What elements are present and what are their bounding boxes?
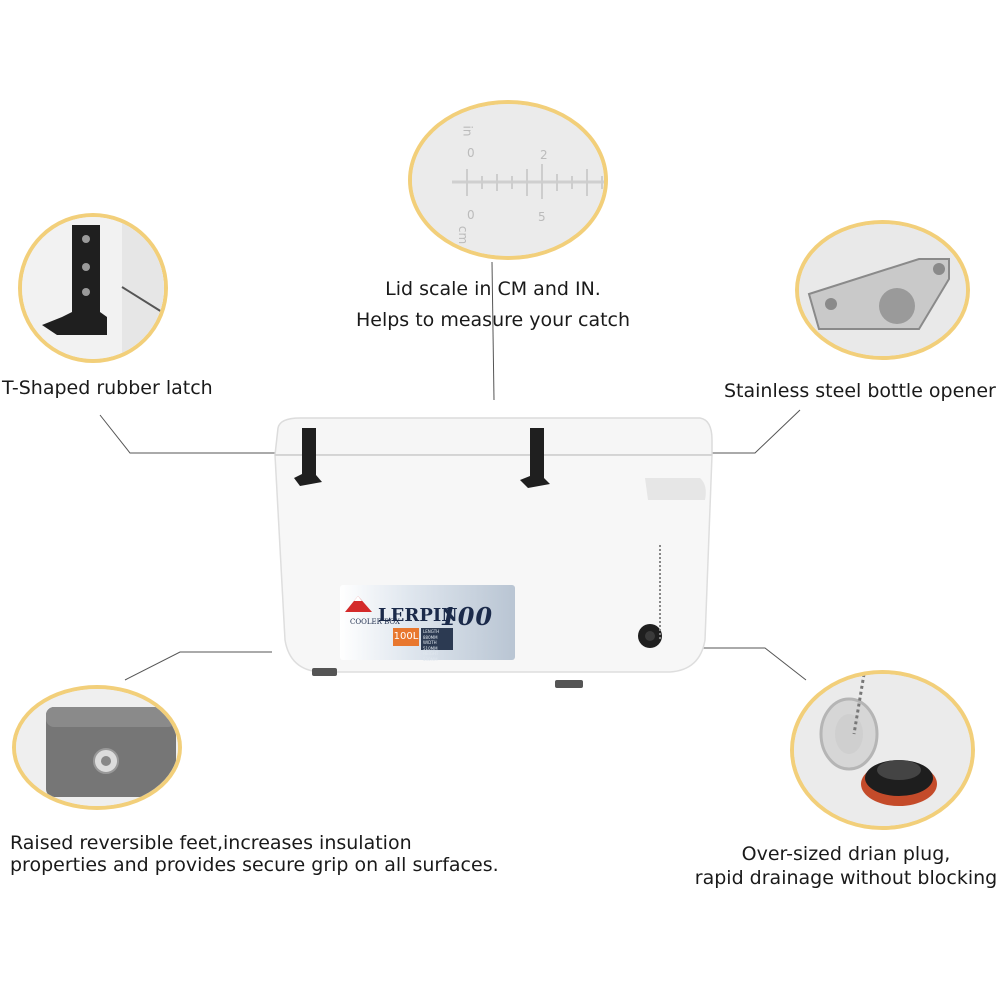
spec-length: LENGTH 880MM bbox=[423, 629, 440, 640]
bottle-opener-detail bbox=[795, 220, 970, 360]
opener-caption: Stainless steel bottle opener bbox=[724, 380, 996, 402]
scale-in-two: 2 bbox=[540, 148, 548, 162]
spec-height: HEIGHT 530MM bbox=[423, 651, 439, 662]
latch-detail bbox=[18, 213, 168, 363]
feet-caption: Raised reversible feet,increases insulat… bbox=[10, 832, 499, 876]
lid-scale-line1: Lid scale in CM and IN. bbox=[385, 278, 601, 300]
feet-line2: properties and provides secure grip on a… bbox=[10, 854, 499, 876]
drain-line2: rapid drainage without blocking bbox=[694, 867, 998, 889]
lid-scale-caption: Lid scale in CM and IN. Helps to measure… bbox=[348, 274, 638, 336]
scale-cm-five: 5 bbox=[538, 210, 546, 224]
brand-name: LERPIN bbox=[378, 605, 458, 626]
ruler-graphic bbox=[412, 104, 604, 256]
drain-line1: Over-sized drian plug, bbox=[741, 843, 951, 865]
drain-caption: Over-sized drian plug, rapid drainage wi… bbox=[694, 842, 998, 890]
capacity-badge: 100L bbox=[393, 628, 419, 646]
scale-cm-zero: 0 bbox=[467, 208, 475, 222]
sub-brand: COOLER BOX bbox=[350, 618, 400, 626]
latch-caption: T-Shaped rubber latch bbox=[2, 377, 213, 399]
foot-graphic bbox=[16, 689, 178, 806]
drain-plug-detail bbox=[790, 670, 975, 830]
lid-scale-detail: in 0 2 0 5 cm bbox=[408, 100, 608, 260]
feet-line1: Raised reversible feet,increases insulat… bbox=[10, 832, 412, 854]
left-latch bbox=[294, 428, 322, 486]
drain-graphic bbox=[794, 674, 971, 826]
spec-box: LENGTH 880MM WIDTH 510MM HEIGHT 530MM bbox=[421, 628, 453, 662]
spec-width: WIDTH 510MM bbox=[423, 640, 438, 651]
lid-scale-leader bbox=[491, 261, 495, 401]
model-number: 100 bbox=[440, 602, 494, 631]
scale-in-zero: 0 bbox=[467, 146, 475, 160]
right-latch bbox=[520, 428, 550, 488]
feet-detail bbox=[12, 685, 182, 810]
opener-graphic bbox=[799, 224, 966, 356]
latch-graphic bbox=[22, 217, 164, 359]
lid-scale-line2: Helps to measure your catch bbox=[355, 309, 631, 331]
latch-leader bbox=[99, 414, 275, 454]
feet-leader bbox=[124, 651, 272, 681]
